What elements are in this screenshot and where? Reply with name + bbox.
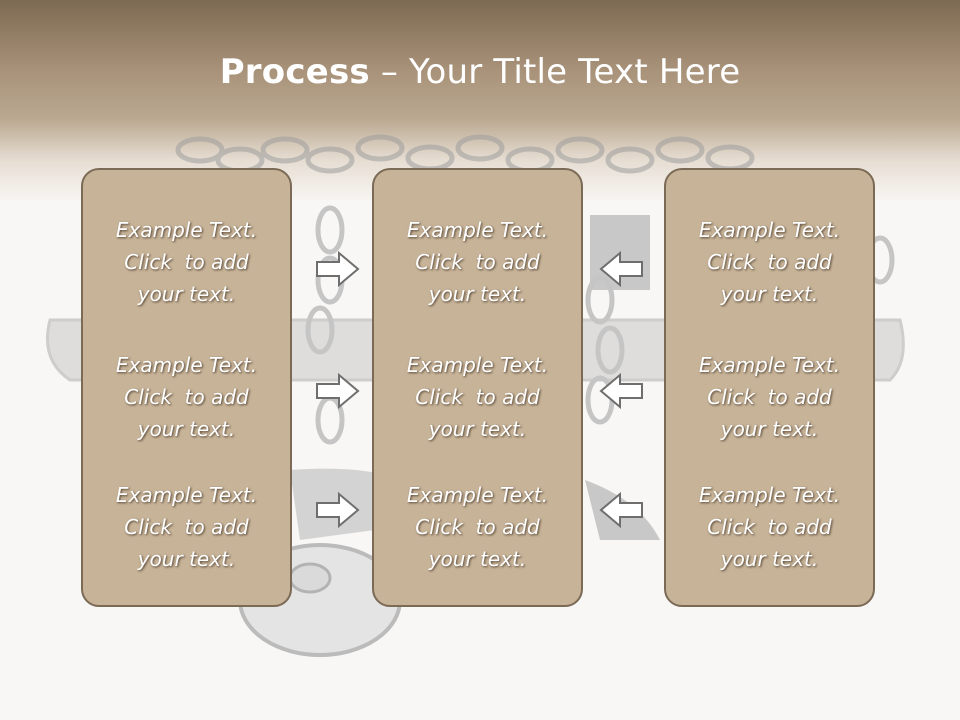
- process-box-1[interactable]: Example Text. Click to add your text. Ex…: [81, 168, 292, 607]
- header-band: [0, 0, 960, 200]
- box-3-text-1[interactable]: Example Text. Click to add your text.: [698, 218, 841, 306]
- box-1-text-2[interactable]: Example Text. Click to add your text.: [115, 353, 258, 441]
- box-2-text-2[interactable]: Example Text. Click to add your text.: [406, 353, 549, 441]
- box-1-text-1[interactable]: Example Text. Click to add your text.: [115, 218, 258, 306]
- arrow-right-icon: [316, 250, 360, 288]
- arrow-left-icon: [599, 250, 643, 288]
- arrow-right-icon: [316, 491, 360, 529]
- box-1-text-3[interactable]: Example Text. Click to add your text.: [115, 483, 258, 571]
- box-3-text-2[interactable]: Example Text. Click to add your text.: [698, 353, 841, 441]
- title-rest: – Your Title Text Here: [369, 52, 741, 92]
- box-3-text-3[interactable]: Example Text. Click to add your text.: [698, 483, 841, 571]
- box-2-text-1[interactable]: Example Text. Click to add your text.: [406, 218, 549, 306]
- arrow-left-icon: [599, 372, 643, 410]
- box-2-text-3[interactable]: Example Text. Click to add your text.: [406, 483, 549, 571]
- title-bold: Process: [219, 52, 370, 92]
- process-box-3[interactable]: Example Text. Click to add your text. Ex…: [664, 168, 875, 607]
- arrow-left-icon: [599, 491, 643, 529]
- arrow-right-icon: [316, 372, 360, 410]
- process-box-2[interactable]: Example Text. Click to add your text. Ex…: [372, 168, 583, 607]
- slide-title[interactable]: Process – Your Title Text Here: [0, 52, 960, 92]
